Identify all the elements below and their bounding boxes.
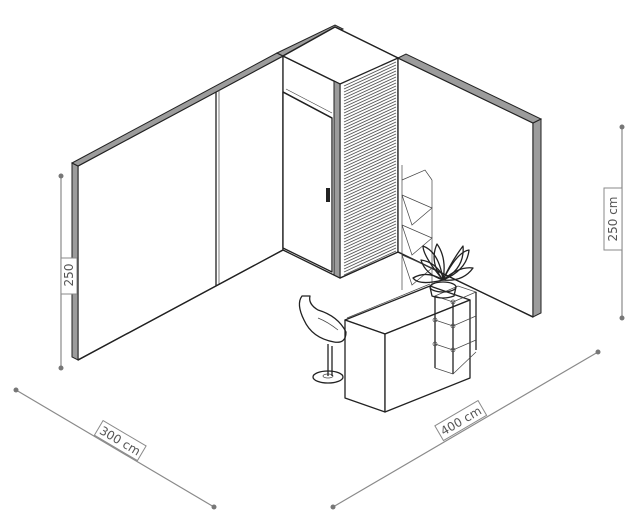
- slat: [343, 103, 397, 129]
- slat: [343, 67, 397, 93]
- door-handle-icon: [326, 188, 330, 202]
- slat: [343, 241, 397, 267]
- right-height-label: 250 cm: [606, 196, 620, 241]
- slat: [343, 70, 397, 96]
- slat: [343, 106, 397, 132]
- shelf-unit-icon: [432, 285, 477, 375]
- slat: [343, 178, 397, 204]
- slat: [343, 217, 397, 243]
- slat: [343, 202, 397, 228]
- slat: [343, 196, 397, 222]
- slat: [343, 187, 397, 213]
- slat: [343, 220, 397, 246]
- slat: [343, 250, 397, 276]
- slat: [343, 190, 397, 216]
- slat: [343, 142, 397, 168]
- slat: [343, 211, 397, 237]
- slat: [343, 121, 397, 147]
- slat: [343, 181, 397, 207]
- slat: [343, 136, 397, 162]
- slat: [343, 82, 397, 108]
- slat: [343, 160, 397, 186]
- slat: [343, 226, 397, 252]
- slat: [343, 145, 397, 171]
- slat: [343, 133, 397, 159]
- slat: [343, 94, 397, 120]
- slat: [343, 199, 397, 225]
- chair-icon: [298, 295, 347, 384]
- slat: [343, 109, 397, 135]
- slat: [343, 118, 397, 144]
- slat: [343, 61, 397, 87]
- slatted-partition: [333, 57, 399, 279]
- slat: [343, 85, 397, 111]
- slat: [343, 208, 397, 234]
- plant-icon: [412, 243, 474, 299]
- left-wall: [70, 52, 285, 361]
- slat: [343, 184, 397, 210]
- slat: [343, 154, 397, 180]
- slat: [343, 157, 397, 183]
- slat: [343, 169, 397, 195]
- slat: [343, 232, 397, 258]
- slat: [343, 172, 397, 198]
- slat: [343, 163, 397, 189]
- dimension-left-height: 250: [58, 173, 78, 371]
- slat: [343, 229, 397, 255]
- slat: [343, 166, 397, 192]
- slat: [343, 127, 397, 153]
- slat: [343, 124, 397, 150]
- slat: [343, 79, 397, 105]
- left-height-label: 250: [62, 264, 76, 287]
- slat: [343, 76, 397, 102]
- slat: [343, 130, 397, 156]
- slat: [343, 175, 397, 201]
- slat: [343, 115, 397, 141]
- dimension-depth: 300 cm: [13, 387, 217, 510]
- slat: [343, 73, 397, 99]
- slat: [343, 205, 397, 231]
- slat: [343, 91, 397, 117]
- door: [282, 88, 333, 273]
- dimension-width: 400 cm: [330, 349, 601, 510]
- slat: [343, 193, 397, 219]
- slat: [343, 139, 397, 165]
- slat: [343, 235, 397, 261]
- slat: [343, 100, 397, 126]
- right-wall: [396, 53, 543, 318]
- slat: [343, 112, 397, 138]
- slat: [343, 214, 397, 240]
- slat: [343, 148, 397, 174]
- slat: [343, 223, 397, 249]
- slat: [343, 151, 397, 177]
- slat: [343, 238, 397, 264]
- slat: [343, 247, 397, 273]
- slat: [343, 97, 397, 123]
- dimension-right-height: 250 cm: [603, 124, 625, 321]
- slat: [343, 88, 397, 114]
- slat: [343, 244, 397, 270]
- brochure-rack-icon: [401, 165, 433, 290]
- slat: [343, 64, 397, 90]
